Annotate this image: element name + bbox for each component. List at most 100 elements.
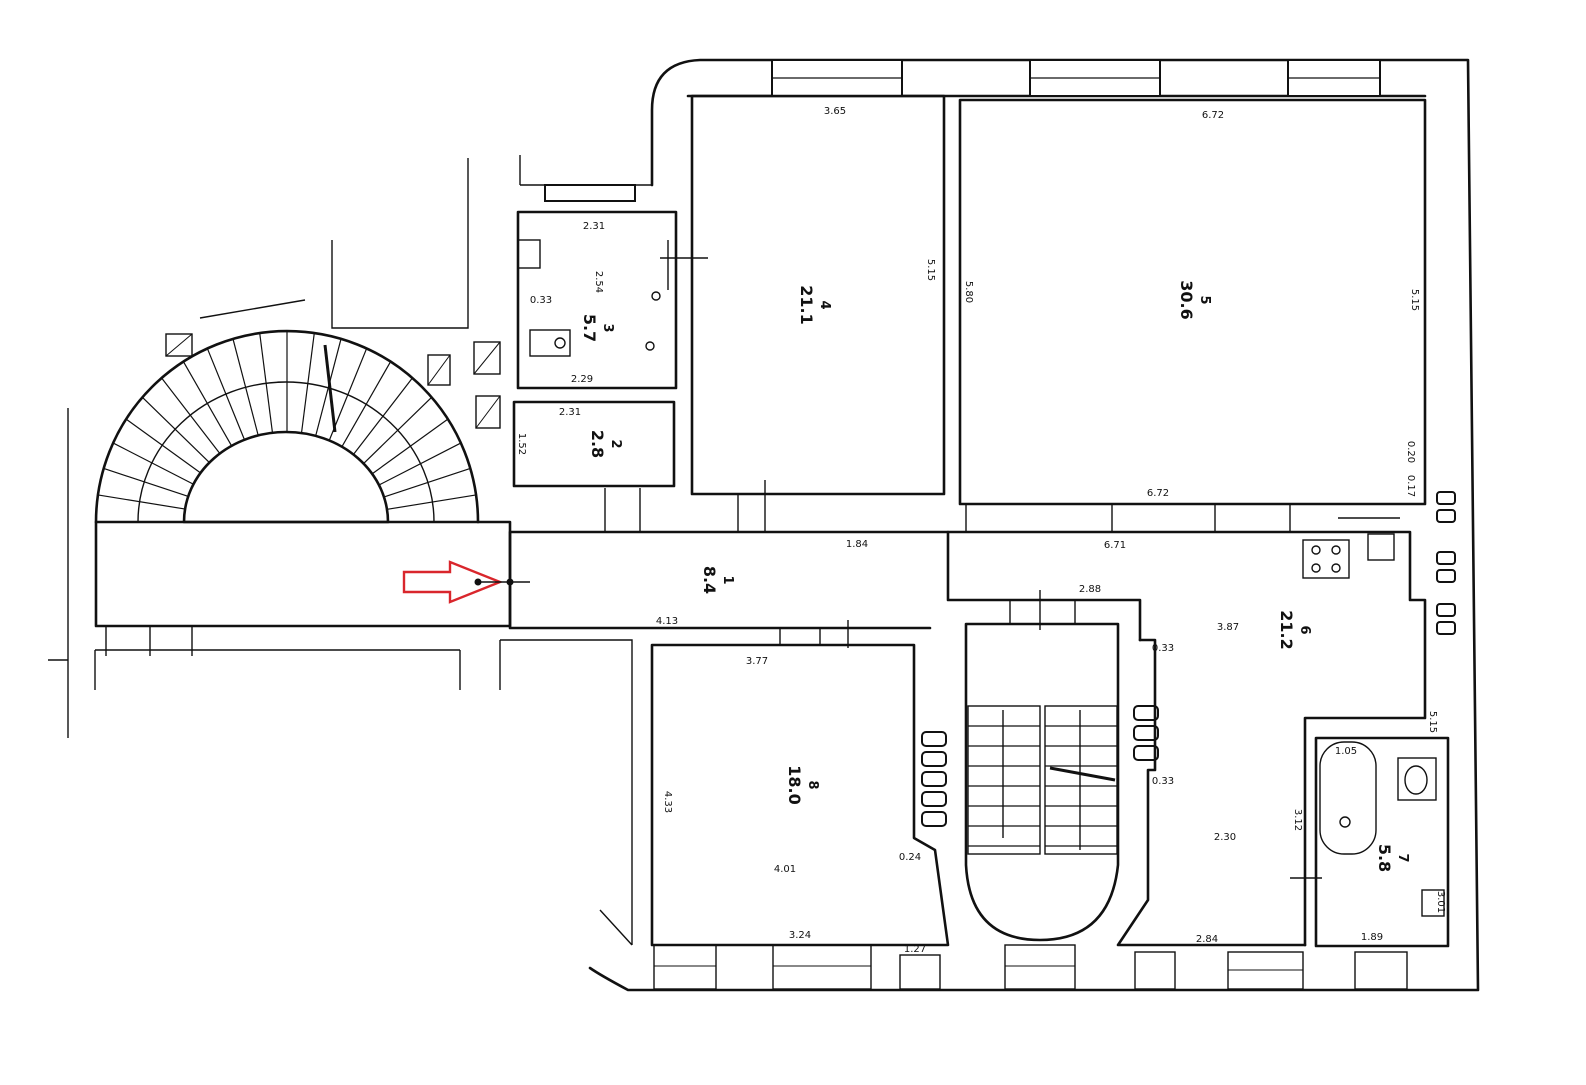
room-5-outline (958, 98, 1427, 506)
radiator-fin (1133, 725, 1159, 741)
dimension-label: 2.31 (583, 221, 605, 232)
bottom-windows (653, 944, 1408, 990)
svg-text:2.8: 2.8 (588, 430, 607, 458)
room-6-outline (1116, 638, 1307, 947)
dimension-label: 6.71 (1104, 540, 1126, 551)
dimension-label: 5.15 (1409, 289, 1420, 311)
dimension-label: 3.77 (746, 656, 768, 667)
svg-text:5.8: 5.8 (1375, 844, 1394, 872)
radiator-fin (921, 811, 947, 827)
window-pane (1436, 491, 1456, 505)
window-pane (1436, 569, 1456, 583)
stair-tread (183, 361, 233, 447)
corridor-windows (105, 626, 193, 656)
stair-tread (300, 333, 315, 433)
room-label: 3 5.7 (580, 314, 615, 342)
entrance-arrow-icon (402, 560, 530, 605)
dimension-label: 3.65 (824, 106, 846, 117)
stair-tread (341, 361, 391, 447)
fixture-dot (645, 341, 655, 351)
radiator-fin (921, 751, 947, 767)
stair-tread (142, 397, 211, 464)
room-label: 4 21.1 (797, 285, 832, 324)
dimension-label: 2.84 (1196, 934, 1218, 945)
central-staircase (964, 622, 1120, 942)
svg-text:30.6: 30.6 (1177, 280, 1196, 319)
sink-icon (1367, 533, 1395, 561)
room-label: 5 30.6 (1177, 280, 1212, 319)
svg-text:8.4: 8.4 (700, 566, 719, 594)
dimension-label: 5.15 (925, 259, 936, 281)
dimension-label: 1.05 (1335, 746, 1357, 757)
right-windows (1436, 491, 1456, 635)
window-top-3 (1287, 59, 1381, 97)
dimension-label: 1.84 (846, 539, 868, 550)
wc-bowl (554, 337, 566, 349)
dimension-label: 0.17 (1405, 475, 1416, 497)
svg-text:21.1: 21.1 (797, 285, 816, 324)
room-label: 7 5.8 (1375, 844, 1410, 872)
vent-4 (165, 333, 193, 357)
room-label: 8 18.0 (785, 765, 820, 804)
radiator (921, 731, 947, 827)
window-top-left (544, 184, 636, 202)
dimension-label: 2.29 (571, 374, 593, 385)
dimension-label: 2.31 (559, 407, 581, 418)
window-pane (1436, 621, 1456, 635)
dimension-label: 4.33 (662, 791, 673, 813)
stair-tread (207, 348, 246, 441)
svg-text:18.0: 18.0 (785, 765, 804, 804)
stair-tread (112, 442, 195, 486)
room-3-outline (516, 210, 678, 390)
stair-tread (379, 442, 462, 486)
room-7-outline (1314, 736, 1450, 948)
bathtub-icon (1319, 741, 1377, 855)
radiator-fin (921, 791, 947, 807)
stair-tread (125, 418, 202, 474)
radiator-fin (1133, 745, 1159, 761)
stair-tread (161, 378, 221, 455)
dimension-label: 6.72 (1202, 110, 1224, 121)
room-label: 6 21.2 (1277, 610, 1312, 649)
room-4-outline (690, 94, 946, 496)
dimension-label: 6.72 (1147, 488, 1169, 499)
sink-fixture (517, 239, 541, 269)
dimension-label: 0.24 (899, 852, 921, 863)
radiator (1133, 705, 1159, 761)
dimension-label: 3.12 (1292, 809, 1303, 831)
svg-text:7: 7 (1395, 853, 1410, 862)
entry-corridor (94, 520, 512, 628)
dimension-label: 4.01 (774, 864, 796, 875)
fixture-dot (651, 291, 661, 301)
window-top-2 (1029, 59, 1161, 97)
svg-text:1: 1 (720, 575, 735, 584)
stair-tread (232, 339, 259, 436)
svg-text:2: 2 (608, 439, 623, 448)
exterior-wall (588, 58, 1480, 992)
dimension-label: 0.33 (1152, 643, 1174, 654)
window-pane (1436, 509, 1456, 523)
exterior-left-lines (48, 158, 633, 946)
stair-tread (384, 467, 471, 498)
radiator-fin (921, 731, 947, 747)
top-left-wall (519, 155, 652, 186)
stair-tread (103, 467, 190, 498)
svg-text:4: 4 (817, 300, 832, 309)
wc-icon (1421, 889, 1445, 917)
stair-tread (387, 494, 477, 510)
svg-text:5: 5 (1197, 295, 1212, 304)
dimension-label: 0.20 (1405, 441, 1416, 463)
stair-tread (315, 339, 342, 436)
wc-fixture (529, 329, 571, 357)
room-2-outline (512, 400, 676, 488)
dimension-label: 5.15 (1427, 711, 1438, 733)
dimension-label: 2.30 (1214, 832, 1236, 843)
stove-icon (1302, 539, 1350, 579)
dimension-label: 5.80 (963, 281, 974, 303)
stair-tread (372, 418, 449, 474)
stair-tread (363, 397, 432, 464)
room-label: 2 2.8 (588, 430, 623, 458)
washbasin-icon (1397, 757, 1437, 801)
window-pane (1436, 603, 1456, 617)
